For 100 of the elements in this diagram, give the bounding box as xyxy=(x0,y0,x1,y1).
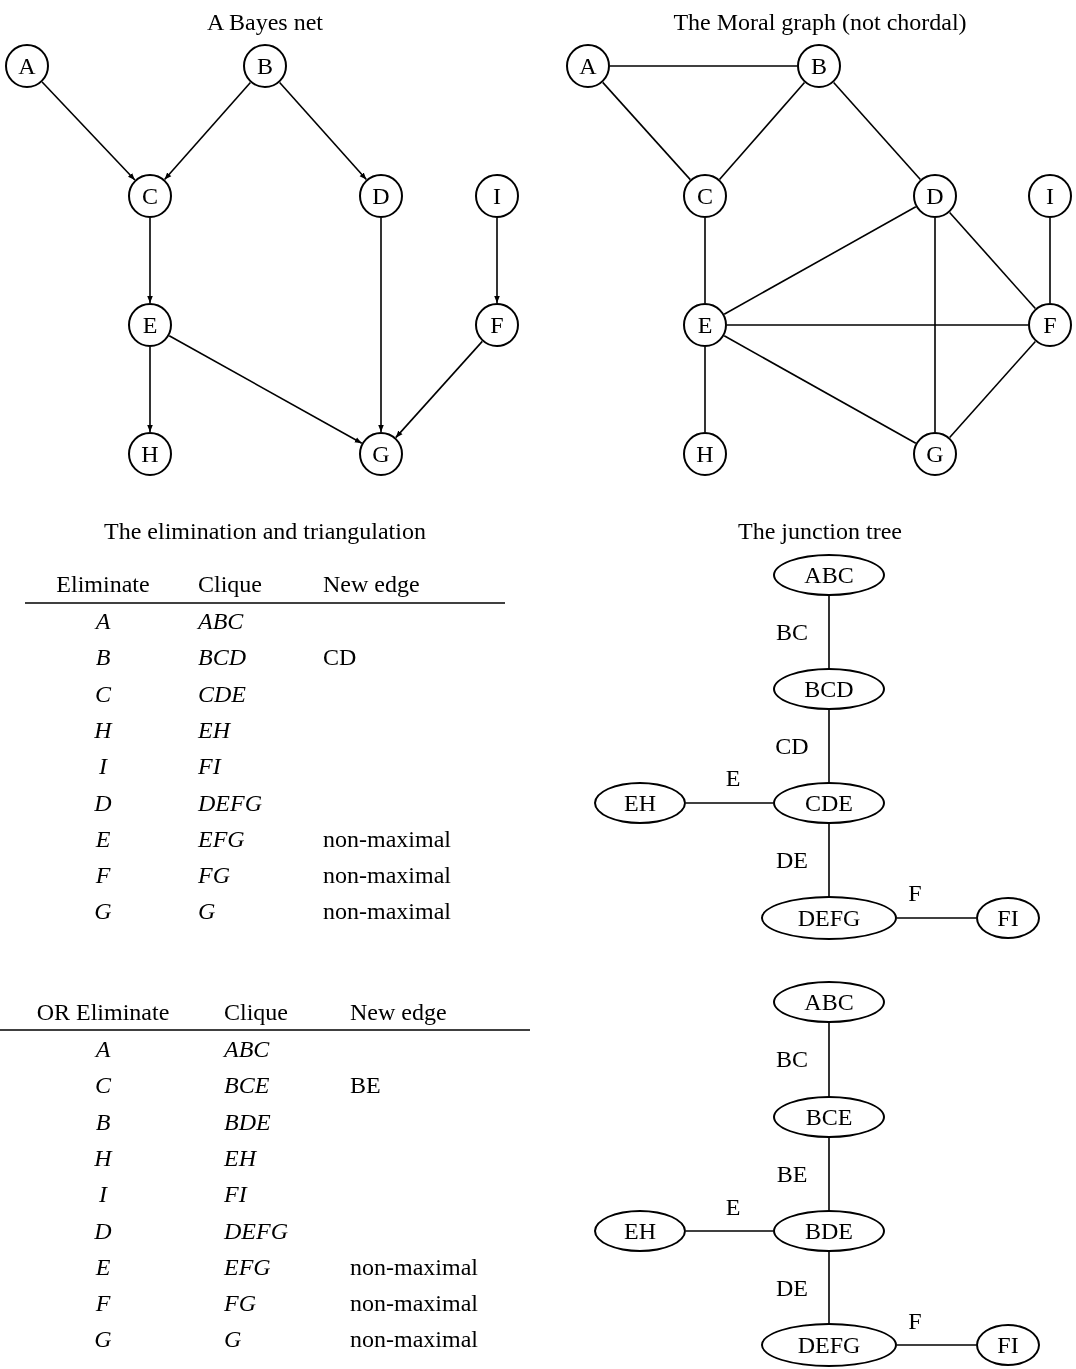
connector-line xyxy=(828,1251,830,1324)
table-cell: non-maximal xyxy=(350,1327,478,1352)
table-cell: D xyxy=(94,1218,112,1243)
connector-line xyxy=(828,709,830,783)
column-header: New edge xyxy=(350,1000,447,1024)
connector-line xyxy=(828,1137,830,1211)
clique-ellipse: EH xyxy=(594,1210,686,1252)
connector-line xyxy=(934,217,936,433)
table-cell: BCD xyxy=(198,645,246,670)
table-cell: EH xyxy=(198,717,230,742)
table-cell: FI xyxy=(224,1182,247,1207)
arrow xyxy=(163,81,252,181)
panel-title: The elimination and triangulation xyxy=(104,519,426,543)
connector-line xyxy=(896,917,977,919)
node-circle: I xyxy=(475,174,519,218)
arrow xyxy=(147,346,153,433)
arrow xyxy=(41,81,136,181)
table-cell: non-maximal xyxy=(350,1254,478,1279)
clique-ellipse: FI xyxy=(976,897,1040,939)
connector-line xyxy=(948,211,1037,310)
clique-ellipse: EH xyxy=(594,782,686,824)
node-circle: G xyxy=(913,432,957,476)
panel-title: A Bayes net xyxy=(207,10,323,34)
clique-ellipse: ABC xyxy=(773,981,885,1023)
connector-line xyxy=(601,81,692,181)
connector-line xyxy=(685,802,774,804)
table-cell: B xyxy=(95,1109,111,1134)
table-cell: C xyxy=(95,681,111,706)
table-cell: ABC xyxy=(224,1037,270,1061)
connector-line xyxy=(828,1022,830,1097)
node-circle: F xyxy=(475,303,519,347)
connector-line xyxy=(828,823,830,897)
table-cell: FI xyxy=(198,754,221,779)
column-header: New edge xyxy=(323,572,420,596)
node-circle: H xyxy=(128,432,172,476)
table-cell: CD xyxy=(323,645,357,670)
table-cell: DEFG xyxy=(224,1218,288,1243)
node-circle: A xyxy=(5,44,49,88)
clique-ellipse: FI xyxy=(976,1324,1040,1366)
clique-ellipse: BCE xyxy=(773,1096,885,1138)
table-cell: E xyxy=(95,826,111,851)
table-cell: A xyxy=(95,609,111,633)
table-cell: BDE xyxy=(224,1109,271,1134)
table-cell: G xyxy=(94,899,112,924)
table-cell: I xyxy=(99,1182,107,1207)
column-header: Clique xyxy=(224,1000,288,1024)
table-cell: non-maximal xyxy=(323,899,451,924)
table-cell: EFG xyxy=(198,826,245,851)
clique-ellipse: DEFG xyxy=(761,896,897,940)
connector-line xyxy=(832,81,922,181)
clique-ellipse: BDE xyxy=(773,1210,885,1252)
node-circle: I xyxy=(1028,174,1072,218)
node-circle: E xyxy=(128,303,172,347)
table-cell: FG xyxy=(198,863,230,888)
connector-line xyxy=(948,340,1037,439)
table-cell: E xyxy=(95,1254,111,1279)
arrow xyxy=(378,217,384,433)
node-circle: A xyxy=(566,44,610,88)
arrow xyxy=(168,334,363,445)
column-header: OR Eliminate xyxy=(36,1000,170,1024)
table-cell: I xyxy=(99,754,107,779)
connector-line xyxy=(685,1230,774,1232)
table-cell: BE xyxy=(350,1073,381,1098)
node-circle: C xyxy=(683,174,727,218)
column-header: Eliminate xyxy=(56,572,150,596)
table-cell: D xyxy=(94,790,112,815)
clique-ellipse: CDE xyxy=(773,782,885,824)
panel-title: The junction tree xyxy=(738,519,902,543)
table-cell: BCE xyxy=(224,1073,270,1098)
node-circle: C xyxy=(128,174,172,218)
arrow xyxy=(278,81,368,181)
connector-line xyxy=(609,65,798,67)
table-cell: EFG xyxy=(224,1254,271,1279)
table-cell: DEFG xyxy=(198,790,262,815)
node-circle: B xyxy=(797,44,841,88)
table-cell: F xyxy=(95,1291,111,1316)
connector-line xyxy=(828,595,830,669)
node-circle: F xyxy=(1028,303,1072,347)
table-cell: G xyxy=(94,1327,112,1352)
connector-line xyxy=(726,324,1029,326)
table-cell: non-maximal xyxy=(323,863,451,888)
table-cell: B xyxy=(95,645,111,670)
connector-line xyxy=(704,346,706,433)
table-cell: G xyxy=(198,899,216,924)
table-cell: CDE xyxy=(198,681,246,706)
clique-ellipse: BCD xyxy=(773,668,885,710)
table-cell: G xyxy=(224,1327,242,1352)
node-circle: D xyxy=(359,174,403,218)
connector-line xyxy=(1049,217,1051,304)
connector-line xyxy=(723,334,917,445)
arrow xyxy=(394,340,484,439)
table-cell: F xyxy=(95,863,111,888)
table-cell: FG xyxy=(224,1291,256,1316)
connector-line xyxy=(896,1344,977,1346)
panel-title: The Moral graph (not chordal) xyxy=(673,10,967,34)
table-cell: non-maximal xyxy=(350,1291,478,1316)
column-header: Clique xyxy=(198,572,262,596)
table-cell: A xyxy=(95,1037,111,1061)
clique-ellipse: ABC xyxy=(773,554,885,596)
clique-ellipse: DEFG xyxy=(761,1323,897,1367)
